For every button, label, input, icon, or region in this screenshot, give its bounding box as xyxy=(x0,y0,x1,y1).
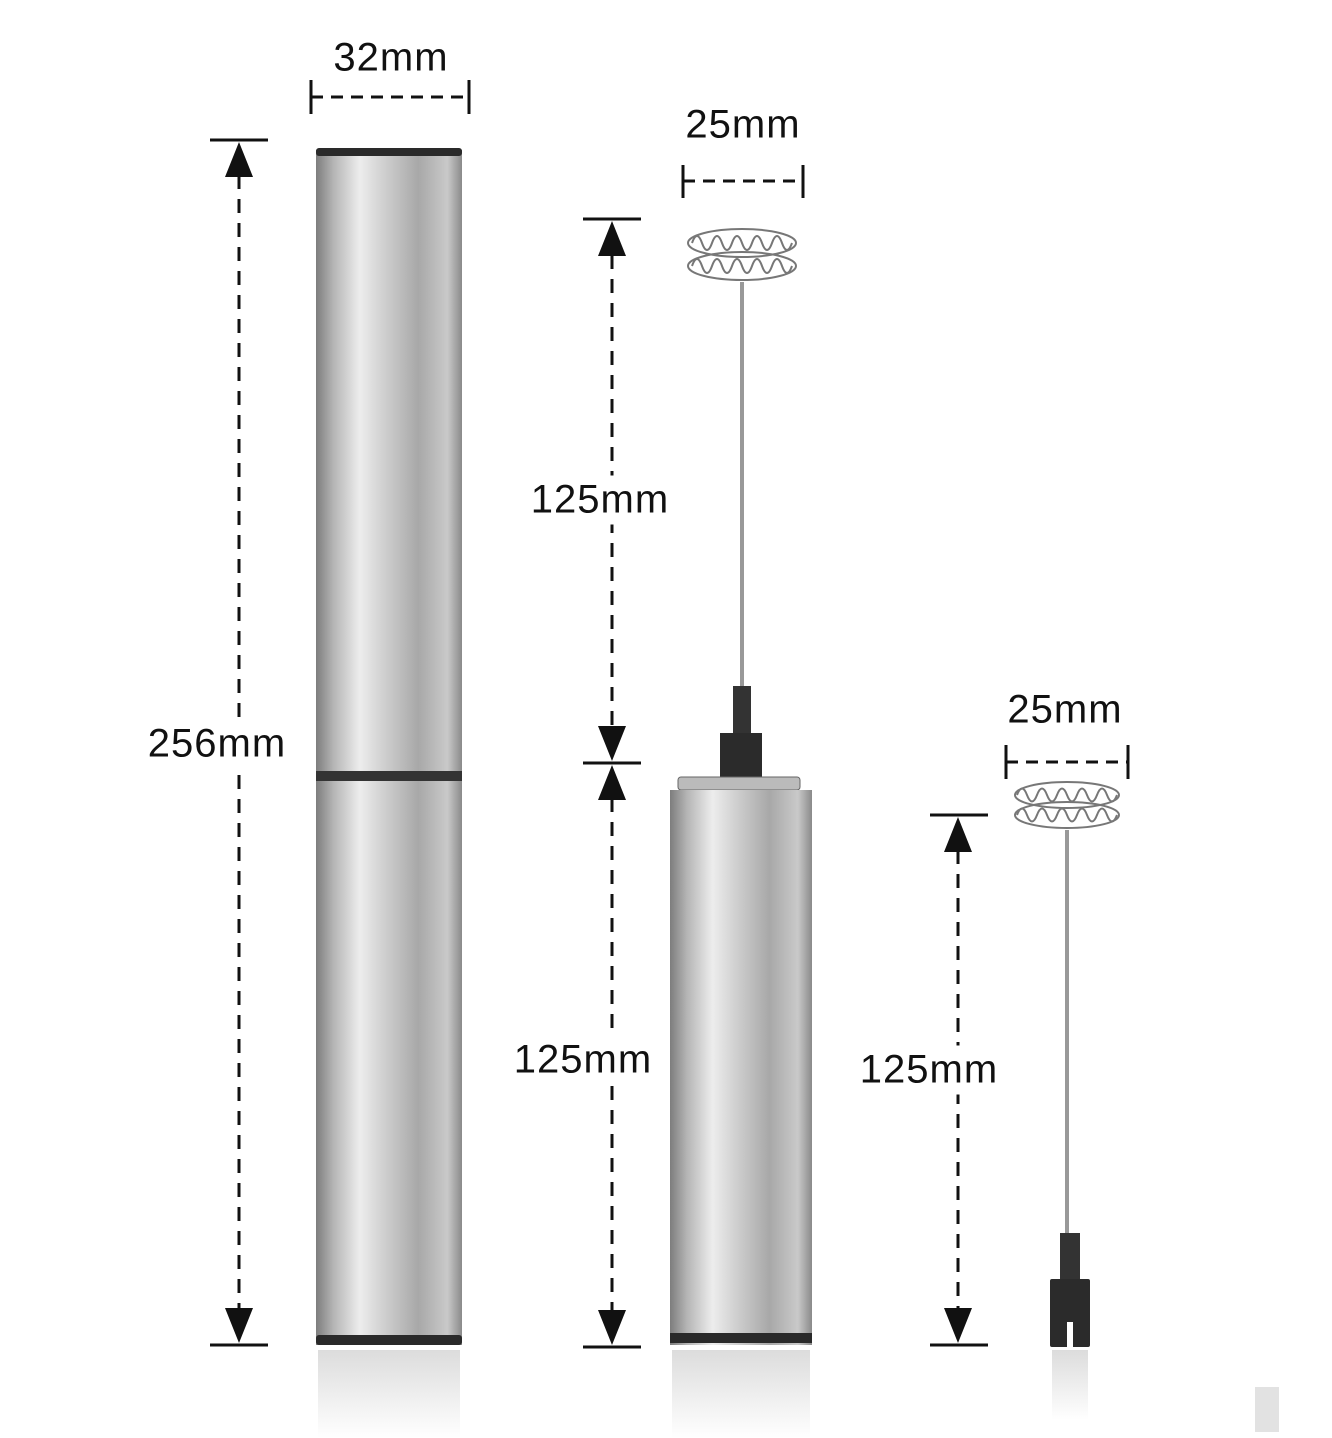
whisk-head-icon xyxy=(687,228,797,281)
label-whisk-length-separate: 125mm xyxy=(859,1045,999,1095)
dimension-whisk-width-assembled xyxy=(681,165,805,198)
storage-case xyxy=(316,148,462,1438)
arrowheads xyxy=(225,142,972,1345)
label-handle-length: 125mm xyxy=(513,1035,653,1085)
whisk-shaft xyxy=(740,282,744,688)
handle-reflection xyxy=(672,1350,810,1438)
label-case-width: 32mm xyxy=(333,33,449,83)
dimension-case-width xyxy=(309,80,471,114)
dimension-whisk-length-assembled xyxy=(583,217,641,765)
label-whisk-width-assembled: 25mm xyxy=(685,100,801,150)
case-reflection xyxy=(318,1350,460,1438)
label-whisk-width-separate: 25mm xyxy=(1007,685,1123,735)
dimension-case-height xyxy=(210,138,268,1347)
handle-body xyxy=(670,790,812,1345)
dimension-whisk-width-separate xyxy=(1004,745,1130,779)
dimension-handle-length xyxy=(583,798,641,1349)
separate-whisk xyxy=(1014,781,1279,1432)
assembled-frother xyxy=(670,228,812,1438)
whisk-head-icon xyxy=(1014,781,1120,829)
label-case-height: 256mm xyxy=(147,719,287,769)
label-whisk-length-assembled: 125mm xyxy=(530,475,670,525)
